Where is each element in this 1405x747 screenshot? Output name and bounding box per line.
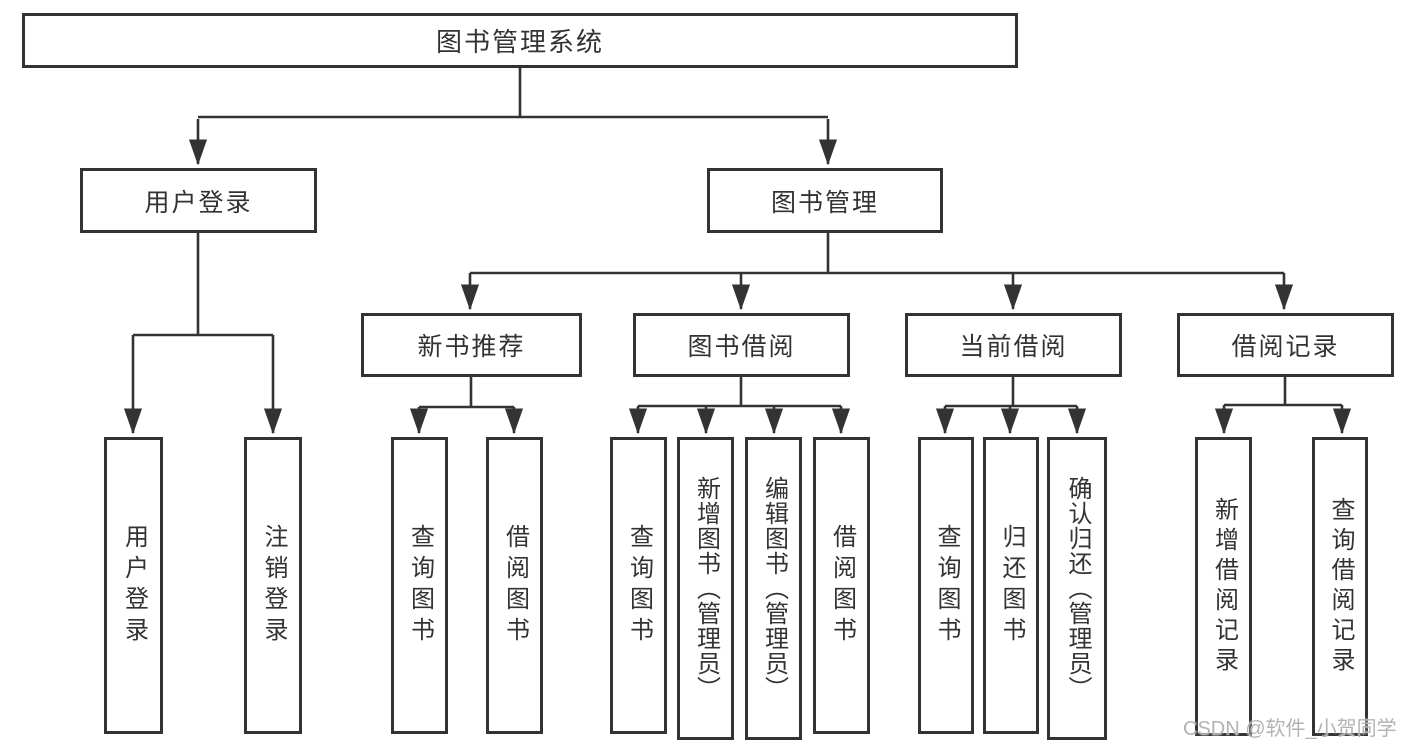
leaf-query-book-3-label: 查询图书 [933, 523, 960, 648]
leaf-query-book-1: 查询图书 [391, 437, 448, 734]
leaf-add-book-admin: 新增图书（管理员） [677, 437, 734, 740]
node-borrow-records: 借阅记录 [1177, 313, 1394, 377]
leaf-edit-book-admin: 编辑图书（管理员） [745, 437, 802, 740]
leaf-query-borrow-record: 查询借阅记录 [1312, 437, 1368, 736]
node-library-system: 图书管理系统 [22, 13, 1018, 68]
leaf-confirm-return-admin: 确认归还（管理员） [1047, 437, 1107, 740]
leaf-query-borrow-record-label: 查询借阅记录 [1327, 496, 1354, 677]
leaf-borrow-book-2: 借阅图书 [813, 437, 870, 734]
node-user-login: 用户登录 [80, 168, 317, 233]
node-user-login-label: 用户登录 [144, 188, 253, 217]
leaf-user-login-label: 用户登录 [120, 523, 148, 648]
leaf-borrow-book-2-label: 借阅图书 [828, 523, 856, 648]
node-current-borrow-label: 当前借阅 [959, 333, 1068, 361]
node-new-book-recommend: 新书推荐 [361, 313, 582, 377]
leaf-query-book-1-label: 查询图书 [406, 523, 434, 648]
leaf-query-book-2: 查询图书 [610, 437, 667, 734]
node-library-system-label: 图书管理系统 [435, 27, 604, 57]
node-book-management-label: 图书管理 [770, 188, 879, 217]
leaf-logout: 注销登录 [244, 437, 302, 734]
leaf-add-borrow-record: 新增借阅记录 [1195, 437, 1252, 736]
leaf-borrow-book-1: 借阅图书 [486, 437, 543, 734]
leaf-logout-label: 注销登录 [260, 523, 287, 648]
leaf-add-borrow-record-label: 新增借阅记录 [1210, 496, 1238, 677]
node-new-book-recommend-label: 新书推荐 [417, 333, 526, 361]
leaf-confirm-return-admin-label: 确认归还（管理员） [1064, 476, 1091, 701]
leaf-add-book-admin-label: 新增图书（管理员） [692, 476, 720, 701]
leaf-edit-book-admin-label: 编辑图书（管理员） [760, 476, 788, 701]
node-book-borrow: 图书借阅 [633, 313, 850, 377]
node-book-borrow-label: 图书借阅 [687, 333, 796, 361]
leaf-query-book-2-label: 查询图书 [625, 523, 653, 648]
node-book-management: 图书管理 [707, 168, 943, 233]
leaf-user-login: 用户登录 [104, 437, 163, 734]
node-current-borrow: 当前借阅 [905, 313, 1122, 377]
node-borrow-records-label: 借阅记录 [1231, 333, 1340, 361]
leaf-return-book-label: 归还图书 [998, 523, 1025, 648]
leaf-borrow-book-1-label: 借阅图书 [501, 523, 529, 648]
leaf-query-book-3: 查询图书 [918, 437, 974, 734]
leaf-return-book: 归还图书 [983, 437, 1039, 734]
